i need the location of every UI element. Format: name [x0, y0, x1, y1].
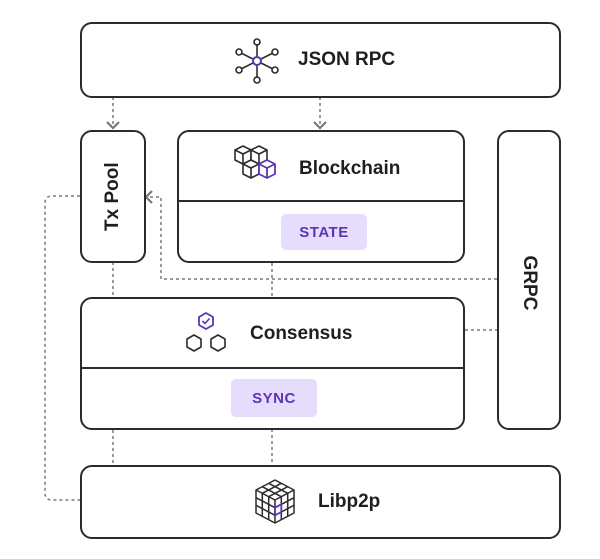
json-rpc-label: JSON RPC — [298, 49, 396, 70]
blockchain-box: Blockchain STATE — [177, 130, 465, 263]
tx-pool-label: Tx Pool — [102, 162, 123, 231]
libp2p-box: Libp2p — [80, 465, 561, 539]
blockchain-label: Blockchain — [299, 158, 401, 179]
txpool-to-libp2p-connector — [44, 195, 80, 501]
sync-badge: SYNC — [231, 379, 317, 417]
consensus-label: Consensus — [250, 323, 353, 344]
consensus-divider — [82, 367, 463, 369]
stacked-cubes-icon — [234, 145, 276, 179]
blockchain-divider — [179, 200, 463, 202]
tx-pool-box: Tx Pool — [80, 130, 146, 263]
grpc-to-txpool-connector — [144, 190, 497, 280]
grpc-label: GRPC — [519, 255, 540, 311]
consensus-box: Consensus SYNC — [80, 297, 465, 430]
state-badge: STATE — [281, 214, 367, 250]
grid-cube-icon — [255, 479, 295, 524]
grpc-box: GRPC — [497, 130, 561, 430]
hexagon-cluster-icon — [186, 312, 226, 352]
network-hub-icon — [235, 38, 279, 84]
libp2p-label: Libp2p — [318, 491, 381, 512]
json-rpc-box: JSON RPC — [80, 22, 561, 98]
